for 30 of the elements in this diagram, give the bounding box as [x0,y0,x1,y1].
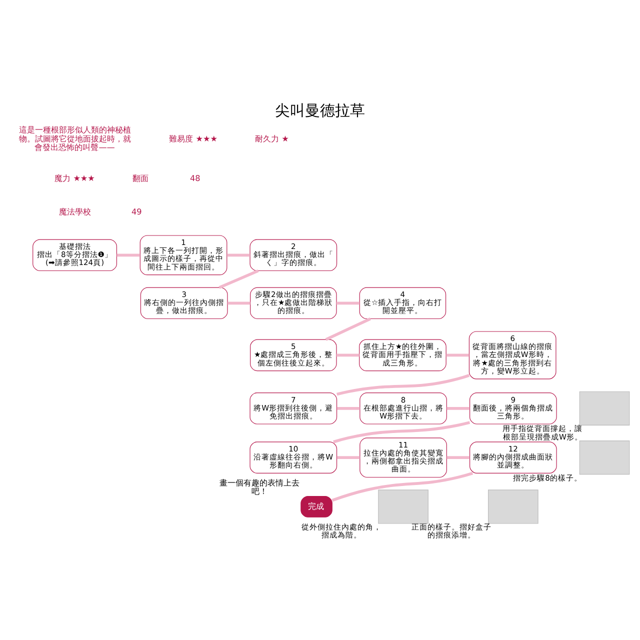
connector [228,301,250,304]
label: 耐久力 ★ [255,132,289,143]
label: 這是一種根部形似人類的神秘植物。試圖將它從地面拔起時，就會發出恐怖的叫聲—— [18,124,131,152]
label: 魔力 ★★★ [54,172,95,182]
connector [336,353,360,356]
connector [218,268,259,288]
connector [227,253,250,256]
label: 魔法學校 [58,206,91,216]
connector [446,456,470,458]
connector [336,301,360,304]
label: 難易度 ★★★ [169,132,218,143]
connector [333,420,470,443]
connector [446,353,470,356]
node-box [488,489,538,524]
node-box [378,489,428,524]
connector [446,406,470,410]
diagram-title: 尖叫曼德拉草 [275,101,365,120]
label: 翻面 [132,172,149,182]
node-box [579,390,630,425]
connector [336,373,470,396]
node-box: 完成 [300,496,332,517]
label: 48 [190,172,200,182]
node-label: 畫一個有趣的表情上去吧！ [220,476,300,496]
connector [332,471,474,502]
node-box [579,440,630,474]
label: 49 [132,206,142,216]
connector [336,406,360,410]
connector [325,316,371,340]
connector [336,456,360,458]
connector [116,253,140,256]
